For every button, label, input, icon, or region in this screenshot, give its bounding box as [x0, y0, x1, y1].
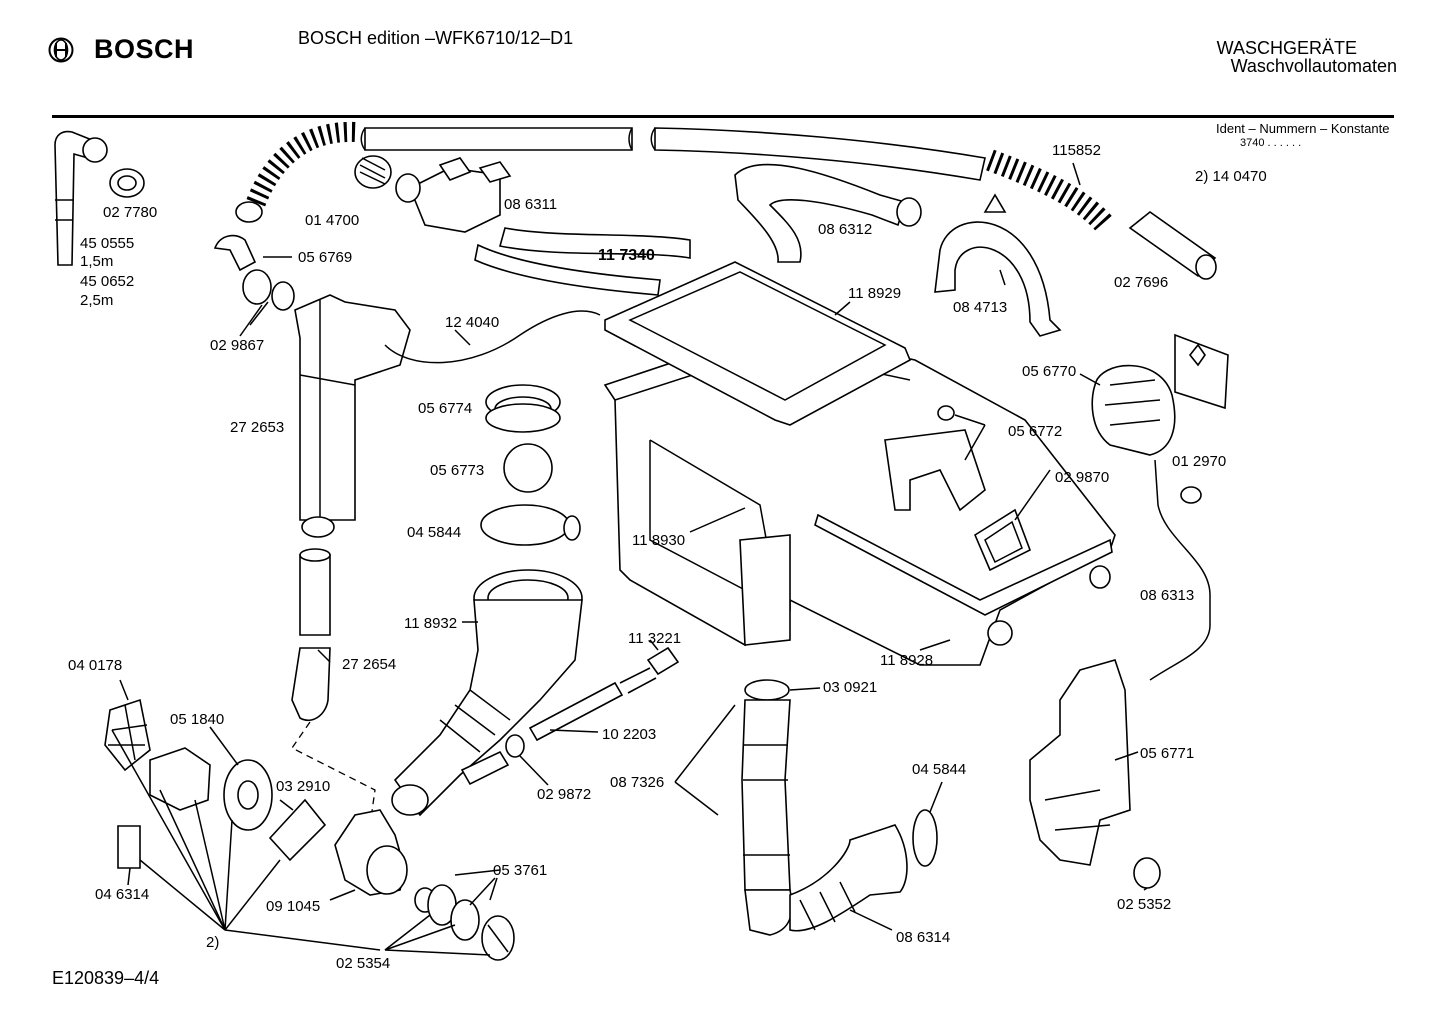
- part-label: 45 0555: [80, 235, 134, 252]
- part-label: 10 2203: [602, 726, 656, 743]
- part-label: 05 6771: [1140, 745, 1194, 762]
- part-labels: 02 7780 45 0555 1,5m 45 0652 2,5m 01 470…: [68, 142, 1267, 972]
- part-label: 01 2970: [1172, 453, 1226, 470]
- part-label: 27 2653: [230, 419, 284, 436]
- part-label: 09 1045: [266, 898, 320, 915]
- ident-value: 3740 . . . . . .: [1240, 137, 1302, 149]
- part-label: 11 8928: [880, 652, 933, 669]
- part-label: 27 2654: [342, 656, 396, 673]
- part-label: 02 5352: [1117, 896, 1171, 913]
- part-label: 04 6314: [95, 886, 149, 903]
- part-label: 2): [206, 934, 219, 951]
- part-label: 08 6311: [504, 196, 557, 213]
- brand-name: BOSCH: [94, 34, 195, 64]
- part-label: 2) 14 0470: [1195, 168, 1267, 185]
- part-label: 04 5844: [912, 761, 966, 778]
- part-label: 08 7326: [610, 774, 664, 791]
- part-label: 05 6769: [298, 249, 352, 266]
- part-label: 05 6772: [1008, 423, 1062, 440]
- part-label: 11 3221: [628, 630, 681, 647]
- part-label: 11 8929: [848, 285, 901, 302]
- part-label: 08 6312: [818, 221, 872, 238]
- category-title: WASCHGERÄTE: [1216, 38, 1357, 58]
- part-label: 02 9867: [210, 337, 264, 354]
- category-subtitle: Waschvollautomaten: [1230, 56, 1397, 76]
- part-label: 08 4713: [953, 299, 1007, 316]
- part-label: 08 6314: [896, 929, 950, 946]
- part-label: 11 8930: [632, 532, 685, 549]
- part-label: 05 6773: [430, 462, 484, 479]
- ident-title: Ident – Nummern – Konstante: [1216, 121, 1390, 136]
- part-label: 02 7696: [1114, 274, 1168, 291]
- part-label: 04 5844: [407, 524, 461, 541]
- part-label: 04 0178: [68, 657, 122, 674]
- part-label: 02 7780: [103, 204, 157, 221]
- part-label: 03 0921: [823, 679, 877, 696]
- part-label: 11 8932: [404, 615, 457, 632]
- header-divider: [52, 115, 1394, 118]
- part-label: 01 4700: [305, 212, 359, 229]
- part-label: 115852: [1052, 142, 1101, 159]
- part-drawings: [54, 121, 1229, 961]
- leader-lines: [111, 162, 1148, 956]
- part-label: 2,5m: [80, 292, 113, 309]
- part-label: 11 7340: [598, 247, 655, 264]
- part-label: 03 2910: [276, 778, 330, 795]
- part-label: 05 6770: [1022, 363, 1076, 380]
- bosch-logo: BOSCH: [48, 34, 194, 65]
- part-label: 05 1840: [170, 711, 224, 728]
- part-label: 05 6774: [418, 400, 472, 417]
- part-label: 1,5m: [80, 253, 113, 270]
- part-label: 02 9870: [1055, 469, 1109, 486]
- part-label: 12 4040: [445, 314, 499, 331]
- bosch-armature-icon: [48, 37, 74, 62]
- part-label: 05 3761: [493, 862, 547, 879]
- part-label: 08 6313: [1140, 587, 1194, 604]
- part-label: 02 9872: [537, 786, 591, 803]
- model-title: BOSCH edition –WFK6710/12–D1: [298, 28, 574, 48]
- drawing-code: E120839–4/4: [52, 968, 160, 988]
- part-label: 45 0652: [80, 273, 134, 290]
- part-label: 02 5354: [336, 955, 390, 972]
